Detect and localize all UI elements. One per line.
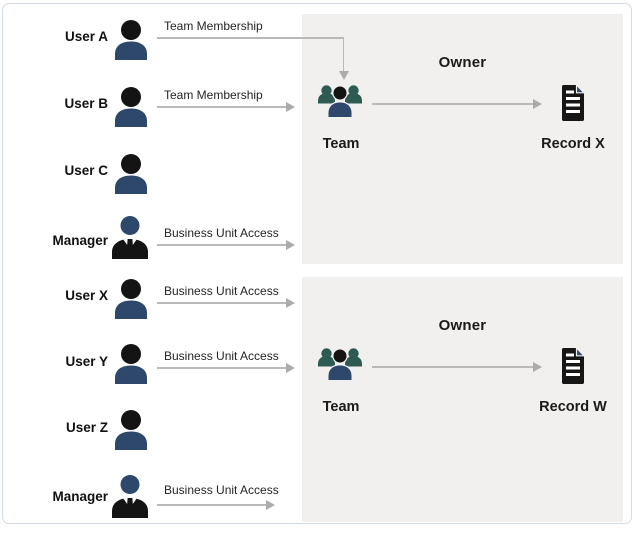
user-icon [114,20,148,60]
user-icon [114,344,148,384]
business-unit-access-label: Business Unit Access [164,226,279,240]
business-unit-access-connector [157,504,266,506]
team-membership-connector [157,37,344,39]
user-c-label: User C [64,163,108,178]
team-label: Team [322,136,360,152]
business-unit-access-connector [157,367,286,369]
business-unit-access-label: Business Unit Access [164,284,279,298]
record-icon [560,85,586,121]
record-label: Record X [541,136,605,152]
business-unit-access-arrow-head [266,500,275,510]
team-membership-connector [157,106,286,108]
record-label: Record W [539,399,607,415]
user-b-label: User B [64,96,108,111]
user-icon [114,410,148,450]
owner-group-record-x: Owner Team Record X [302,14,623,264]
manager-icon [111,215,149,259]
team-membership-label: Team Membership [164,88,263,102]
manager-2-label: Manager [52,489,108,504]
user-icon [114,154,148,194]
ownership-arrow-line [372,366,533,368]
business-unit-access-connector [157,302,286,304]
ownership-arrow-line [372,103,533,105]
user-icon [114,87,148,127]
owner-label: Owner [438,54,487,71]
owner-label: Owner [438,317,487,334]
team-membership-arrow-head [339,71,349,80]
user-y-label: User Y [65,354,108,369]
record-icon [560,348,586,384]
user-a-label: User A [64,29,108,44]
ownership-arrow-head [533,362,542,372]
user-x-label: User X [65,288,108,303]
team-membership-connector-elbow [342,37,344,71]
user-icon [114,279,148,319]
team-icon [318,344,362,384]
team-membership-arrow-head [286,102,295,112]
business-unit-access-arrow-head [286,363,295,373]
manager-1-label: Manager [52,233,108,248]
business-unit-access-label: Business Unit Access [164,349,279,363]
business-unit-access-connector [157,244,286,246]
team-icon [318,81,362,121]
business-unit-access-arrow-head [286,240,295,250]
manager-icon [111,474,149,518]
owner-group-record-w: Owner Team Record W [302,277,623,522]
business-unit-access-label: Business Unit Access [164,483,279,497]
team-membership-label: Team Membership [164,19,263,33]
team-label: Team [322,399,360,415]
ownership-arrow-head [533,99,542,109]
user-z-label: User Z [65,420,108,435]
business-unit-access-arrow-head [286,298,295,308]
